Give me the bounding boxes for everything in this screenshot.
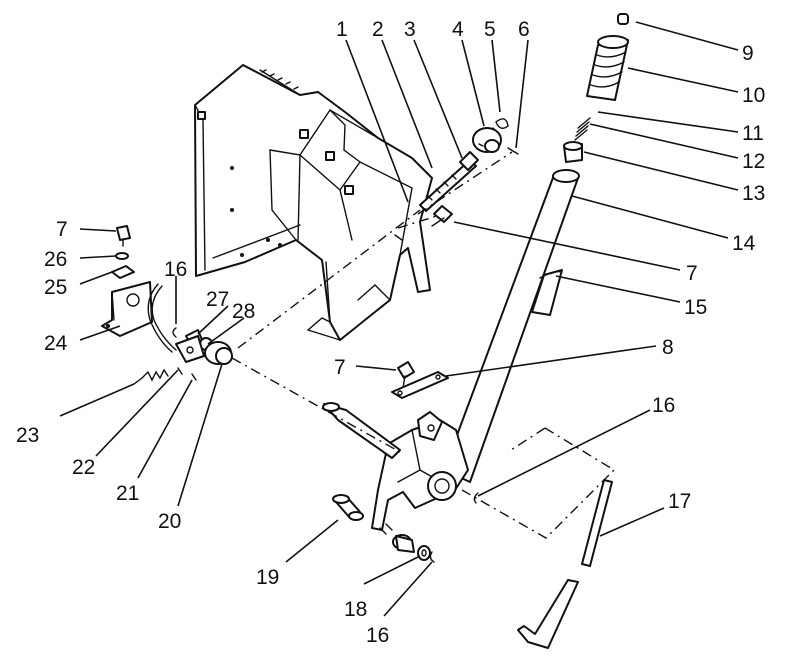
spring-wire: [147, 283, 177, 353]
assembly-line: [461, 427, 616, 539]
assembly-line: [231, 357, 401, 453]
callout-16-left: 16: [164, 258, 187, 281]
callout-1: 1: [336, 18, 348, 41]
handle-tube: [443, 169, 580, 483]
callout-23: 23: [16, 424, 39, 447]
plate: [391, 371, 449, 399]
extension-spring: [133, 368, 169, 385]
retaining-ring-left: [172, 327, 177, 338]
callout-25: 25: [44, 276, 67, 299]
hairpin-22: [177, 367, 183, 375]
callout-7-left: 7: [56, 218, 68, 241]
knob: [472, 127, 502, 153]
small-spring: [574, 117, 591, 141]
lever-arm: [175, 335, 205, 363]
hole-mark: [394, 234, 403, 241]
callout-20: 20: [158, 510, 181, 533]
callout-27: 27: [206, 288, 229, 311]
callout-16-right: 16: [652, 394, 675, 417]
callout-2: 2: [372, 18, 384, 41]
callout-21: 21: [116, 482, 139, 505]
callout-7-upper: 7: [686, 262, 698, 285]
retaining-ring-right: [473, 492, 479, 504]
adjusting-screw: [419, 151, 479, 212]
callout-19: 19: [256, 566, 279, 589]
bushing: [392, 534, 415, 553]
knob-cap: [617, 13, 629, 25]
callout-9: 9: [742, 42, 754, 65]
callout-15: 15: [684, 296, 707, 319]
callout-labels: 1 2 3 4 5 6 9 10 11 12 13 14 7 15 7 26 2…: [16, 18, 765, 647]
callout-10: 10: [742, 84, 765, 107]
callout-5: 5: [484, 18, 496, 41]
callout-28: 28: [232, 300, 255, 323]
clevis-pin: [332, 494, 364, 521]
sleeve: [531, 269, 563, 316]
callout-14: 14: [732, 232, 756, 255]
housing-bracket: [194, 64, 433, 341]
bolt-upper: [431, 205, 453, 227]
assembly-line: [397, 214, 441, 229]
callout-18: 18: [344, 598, 367, 621]
callout-7-middle: 7: [334, 356, 346, 379]
callout-4: 4: [452, 18, 464, 41]
cotter-pin: [507, 147, 519, 155]
assembly-line: [237, 209, 421, 349]
callout-22: 22: [72, 456, 95, 479]
callout-16-bottom: 16: [366, 624, 389, 647]
callout-12: 12: [742, 150, 765, 173]
spring-clip: [495, 118, 509, 129]
rod: [322, 402, 401, 459]
callout-3: 3: [404, 18, 416, 41]
callout-11: 11: [742, 122, 764, 145]
leader-lines: [59, 21, 739, 617]
spacer: [563, 141, 583, 163]
mounting-bracket: [101, 281, 153, 337]
callout-8: 8: [662, 336, 674, 359]
grip: [586, 35, 629, 101]
callout-13: 13: [742, 182, 765, 205]
extension-rod: [517, 479, 613, 649]
nut-plate: [111, 265, 135, 279]
hole-mark: [379, 523, 393, 535]
bolt-left: [116, 225, 131, 247]
lock-washer: [115, 252, 129, 260]
callout-24: 24: [44, 332, 68, 355]
pivot-bracket: [371, 411, 469, 531]
cotter-pin-21: [191, 373, 197, 381]
assembly-line: [417, 151, 513, 215]
assembly-line: [507, 427, 546, 453]
retaining-ring-lower: [429, 551, 435, 563]
bearing: [204, 341, 233, 365]
washer: [417, 545, 431, 561]
callout-17: 17: [668, 490, 691, 513]
callout-6: 6: [518, 18, 530, 41]
callout-26: 26: [44, 248, 67, 271]
